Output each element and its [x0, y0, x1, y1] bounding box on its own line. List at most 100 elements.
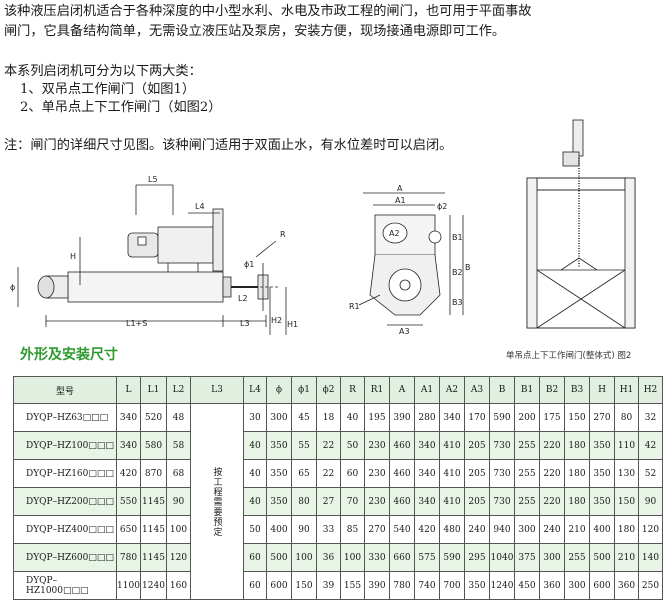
- col-header: H2: [638, 376, 663, 404]
- col-header: ϕ1: [291, 376, 317, 404]
- value-cell: 330: [364, 543, 390, 572]
- value-cell: 40: [340, 403, 365, 432]
- value-cell: 205: [464, 487, 490, 516]
- value-cell: 230: [364, 487, 390, 516]
- value-cell: 450: [514, 571, 540, 600]
- value-cell: 280: [414, 403, 440, 432]
- value-cell: 55: [291, 431, 317, 460]
- value-cell: 420: [116, 459, 141, 488]
- col-header: H1: [614, 376, 639, 404]
- label-phi2: ϕ2: [437, 202, 447, 211]
- value-cell: 170: [464, 403, 490, 432]
- col-header: 型号: [13, 376, 117, 404]
- value-cell: 160: [166, 571, 191, 600]
- value-cell: 110: [614, 431, 639, 460]
- label-L1S: L1+S: [126, 319, 147, 328]
- value-cell: 205: [464, 459, 490, 488]
- value-cell: 360: [614, 571, 639, 600]
- value-cell: 150: [291, 571, 317, 600]
- value-cell: 590: [489, 403, 515, 432]
- value-cell: 600: [266, 571, 292, 600]
- value-cell: 660: [389, 543, 415, 572]
- value-cell: 205: [464, 431, 490, 460]
- value-cell: 400: [589, 515, 615, 544]
- value-cell: 180: [564, 431, 590, 460]
- label-phi1: ϕ1: [244, 260, 254, 269]
- value-cell: 50: [243, 515, 267, 544]
- dimension-table: 型号 L L1 L2 L3 L4 ϕ ϕ1 ϕ2 R R1 A A1 A2 A3…: [13, 376, 663, 600]
- value-cell: 590: [439, 543, 465, 572]
- value-cell: 350: [589, 459, 615, 488]
- model-cell: DYQP–HZ200□□□: [13, 487, 117, 516]
- value-cell: 1240: [489, 571, 515, 600]
- value-cell: 600: [589, 571, 615, 600]
- value-cell: 100: [291, 543, 317, 572]
- value-cell: 230: [364, 459, 390, 488]
- model-cell: DYQP–HZ63□□□: [13, 403, 117, 432]
- label-L2: L2: [238, 294, 248, 303]
- value-cell: 730: [489, 487, 515, 516]
- value-cell: 550: [116, 487, 141, 516]
- value-cell: 240: [539, 515, 565, 544]
- value-cell: 480: [439, 515, 465, 544]
- value-cell: 350: [266, 431, 292, 460]
- label-A: A: [397, 185, 403, 193]
- value-cell: 180: [564, 459, 590, 488]
- label-L5: L5: [148, 175, 158, 184]
- value-cell: 270: [589, 403, 615, 432]
- value-cell: 700: [439, 571, 465, 600]
- label-phi: ϕ: [10, 283, 15, 292]
- col-header: A: [389, 376, 415, 404]
- value-cell: 650: [116, 515, 141, 544]
- value-cell: 375: [514, 543, 540, 572]
- value-cell: 410: [439, 431, 465, 460]
- value-cell: 18: [316, 403, 341, 432]
- actuator-end-view-drawing: A A1 ϕ2 A2 B1 B2 B B3 R1 A3: [349, 185, 471, 335]
- value-cell: 42: [638, 431, 663, 460]
- value-cell: 400: [266, 515, 292, 544]
- value-cell: 58: [166, 431, 191, 460]
- figure-2-caption: 单吊点上下工作闸门(整体式) 图2: [506, 351, 632, 361]
- value-cell: 350: [266, 459, 292, 488]
- value-cell: 210: [614, 543, 639, 572]
- intro-line-5: 2、单吊点上下工作闸门（如图2）: [20, 100, 222, 115]
- value-cell: 460: [389, 459, 415, 488]
- value-cell: 1145: [140, 487, 167, 516]
- label-A1: A1: [395, 196, 406, 205]
- value-cell: 410: [439, 487, 465, 516]
- value-cell: 255: [514, 487, 540, 516]
- value-cell: 40: [243, 487, 267, 516]
- value-cell: 420: [414, 515, 440, 544]
- col-header: A2: [439, 376, 465, 404]
- value-cell: 220: [539, 459, 565, 488]
- value-cell: 540: [389, 515, 415, 544]
- col-header: A3: [464, 376, 490, 404]
- value-cell: 33: [316, 515, 341, 544]
- col-header: R: [340, 376, 365, 404]
- value-cell: 48: [166, 403, 191, 432]
- label-A2: A2: [389, 229, 400, 238]
- value-cell: 60: [243, 543, 267, 572]
- value-cell: 39: [316, 571, 341, 600]
- value-cell: 255: [564, 543, 590, 572]
- col-header: A1: [414, 376, 440, 404]
- value-cell: 120: [166, 543, 191, 572]
- value-cell: 32: [638, 403, 663, 432]
- model-cell: DYQP–HZ400□□□: [13, 515, 117, 544]
- value-cell: 410: [439, 459, 465, 488]
- col-header: ϕ: [266, 376, 292, 404]
- label-H1: H1: [287, 320, 298, 329]
- gate-frame-drawing: [526, 119, 636, 329]
- value-cell: 155: [340, 571, 365, 600]
- label-R: R: [280, 230, 286, 239]
- value-cell: 60: [243, 571, 267, 600]
- col-header: B2: [539, 376, 565, 404]
- value-cell: 230: [364, 431, 390, 460]
- label-H: H: [70, 252, 76, 261]
- value-cell: 85: [340, 515, 365, 544]
- value-cell: 360: [539, 571, 565, 600]
